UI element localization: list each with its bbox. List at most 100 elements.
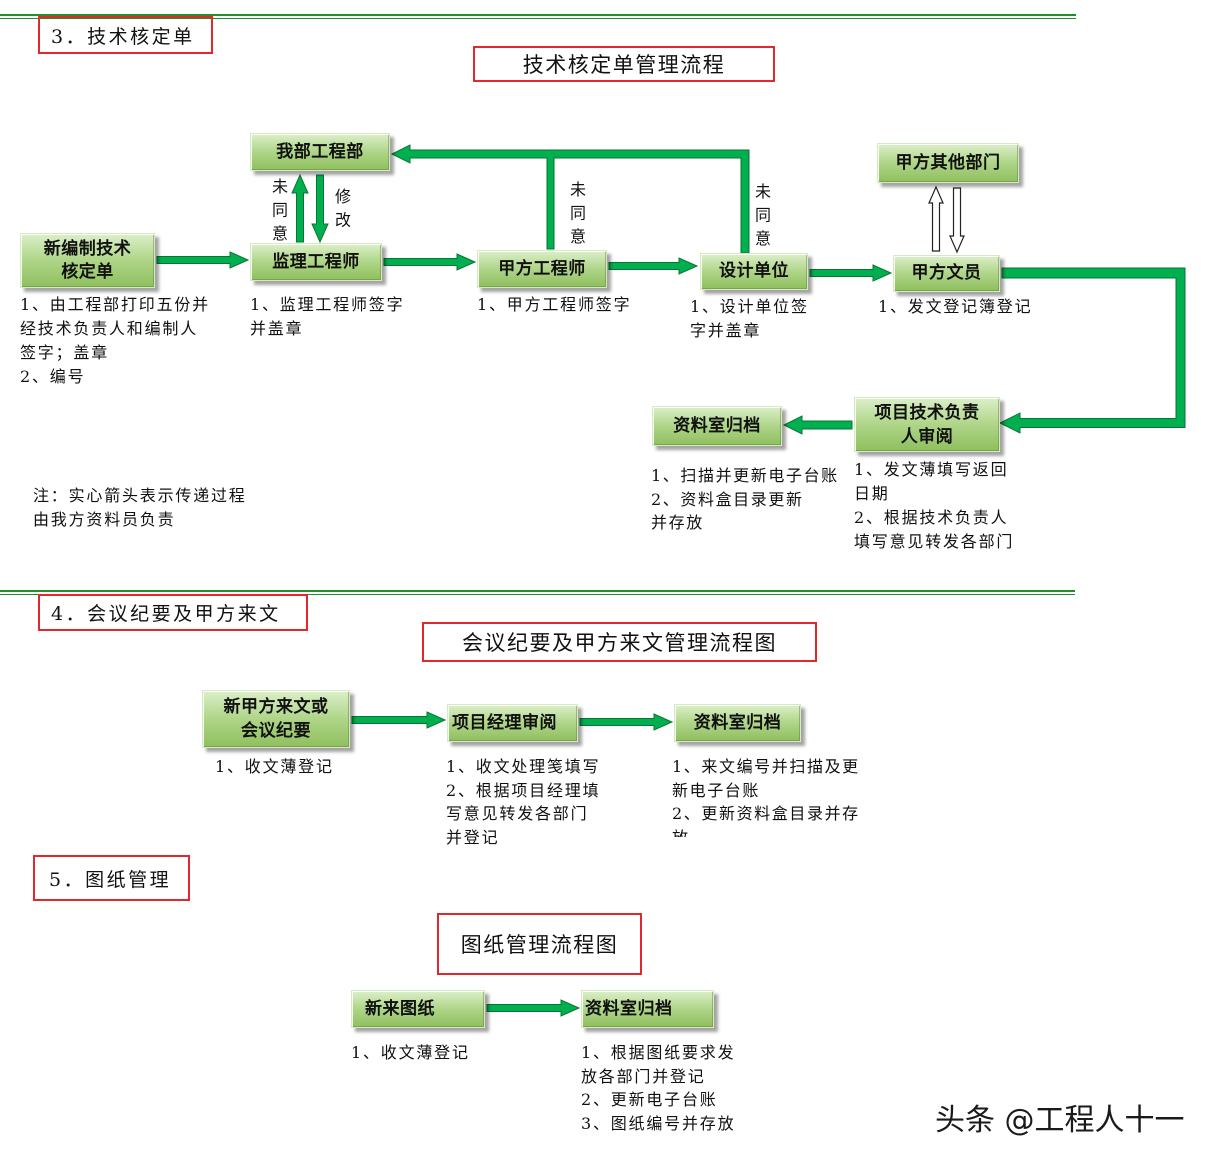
arrow-new-drawings-to-archive: [486, 999, 581, 1017]
hollow-arrow-other-depts-to-clerk: [949, 187, 965, 254]
note-line: 1、收文薄登记: [351, 1043, 470, 1062]
arrow-tech-lead-to-archive: [782, 415, 853, 435]
note-supervisor: 1、监理工程师签字 并盖章: [250, 293, 404, 341]
flow-title-text: 技术核定单管理流程: [522, 53, 726, 77]
flow-title-text: 图纸管理流程图: [460, 933, 619, 957]
note-archive: 1、扫描并更新电子台账 2、资料盒目录更新 并存放: [651, 464, 839, 535]
arrow-our-dept-to-supervisor: [311, 174, 329, 244]
flow-title-text: 会议纪要及甲方来文管理流程图: [462, 631, 777, 655]
section-rule: [0, 594, 1075, 595]
note-line: 1、监理工程师签字: [250, 295, 405, 314]
node-label: 我部工程部: [276, 141, 364, 162]
node-label: 资料室归档: [585, 998, 673, 1019]
note-line: 并盖章: [250, 319, 304, 338]
section-rule: [0, 14, 1076, 16]
note-line: 签字；盖章: [20, 343, 110, 362]
note-archive: 1、来文编号并扫描及更 新电子台账 2、更新资料盒目录并存 放: [672, 755, 860, 837]
node-label: 甲方文员: [911, 263, 982, 283]
flow-title: 会议纪要及甲方来文管理流程图: [422, 622, 817, 662]
flow-node-supervisor: 监理工程师: [250, 243, 382, 281]
note-line: 放各部门并登记: [581, 1066, 706, 1086]
flow-node-archive: 资料室归档: [674, 704, 801, 742]
note-line: 2、根据项目经理填: [446, 780, 601, 800]
node-label: 资料室归档: [693, 712, 782, 733]
arrow-owner-engineer-to-design-unit: [608, 257, 699, 275]
section-heading: 3．技术核定单: [38, 16, 213, 54]
node-label-line: 项目技术负责: [874, 402, 980, 423]
note-line: 由我方资料员负责: [33, 510, 176, 529]
watermark: 头条 @工程人十一: [935, 1103, 1185, 1138]
note-incoming-documents: 1、收文薄登记: [215, 755, 334, 779]
note-line: 1、根据图纸要求发: [581, 1043, 736, 1062]
section-heading-text: 3．技术核定单: [51, 25, 195, 48]
node-label-line: 新甲方来文或: [223, 697, 329, 717]
note-archive: 1、根据图纸要求发 放各部门并登记 2、更新电子台账 3、图纸编号并存放: [581, 1041, 735, 1135]
arrow-supervisor-to-owner-engineer: [383, 253, 477, 271]
note-line: 1、收文薄登记: [215, 757, 334, 776]
edge-label-not-agreed: 未同意: [567, 181, 586, 252]
note-line: 2、更新资料盒目录并存: [672, 804, 860, 823]
node-label-line: 会议纪要: [241, 721, 311, 741]
note-line: 1、发文登记簿登记: [878, 297, 1033, 316]
hollow-arrow-clerk-to-other-depts: [928, 185, 944, 252]
flow-node-owner-engineer: 甲方工程师: [477, 250, 607, 288]
note-line: 注：实心箭头表示传递过程: [33, 486, 247, 505]
note-line: 填写意见转发各部门: [854, 532, 1015, 551]
note-line: 3、图纸编号并存放: [581, 1113, 736, 1133]
edge-label-revise: 修改: [332, 188, 351, 235]
note-line: 1、由工程部打印五份并: [20, 295, 210, 314]
flow-node-archive: 资料室归档: [581, 990, 714, 1028]
flow-node-tech-lead-review: 项目技术负责 人审阅: [854, 397, 1000, 452]
arrow-design-unit-to-owner-clerk: [809, 264, 893, 282]
note-line: 2、资料盒目录更新: [651, 489, 804, 509]
edge-label-not-agreed: 未同意: [269, 178, 288, 249]
arrow-new-form-to-supervisor: [156, 251, 250, 269]
flow-title: 图纸管理流程图: [437, 913, 642, 975]
node-label: 新来图纸: [365, 998, 435, 1019]
section-rule: [0, 18, 1076, 19]
section-heading: 5．图纸管理: [33, 855, 190, 901]
note-line: 日期: [854, 484, 890, 503]
node-label-line: 人审阅: [900, 426, 954, 447]
node-label: 设计单位: [719, 261, 789, 281]
note-line: 放: [672, 827, 690, 838]
note-pm-review: 1、收文处理笺填写 2、根据项目经理填 写意见转发各部门 并登记: [446, 755, 600, 849]
flow-node-incoming-documents: 新甲方来文或 会议纪要: [202, 690, 350, 748]
note-line: 并登记: [446, 827, 500, 847]
note-line: 新电子台账: [672, 780, 761, 800]
node-label: 监理工程师: [272, 251, 360, 272]
node-label: 甲方其他部门: [895, 152, 1001, 173]
node-label: 项目经理审阅: [452, 712, 557, 733]
note-line: 经技术负责人和编制人: [20, 319, 199, 338]
flow-title: 技术核定单管理流程: [473, 46, 775, 82]
note-line: 1、扫描并更新电子台账: [651, 466, 839, 485]
note-line: 2、更新电子台账: [581, 1090, 718, 1109]
node-label-line: 核定单: [61, 261, 114, 282]
note-new-tech-form: 1、由工程部打印五份并 经技术负责人和编制人 签字；盖章 2、编号: [20, 293, 210, 389]
node-label: 资料室归档: [673, 415, 761, 436]
note-line: 1、发文薄填写返回: [854, 460, 1009, 479]
flow-node-owner-other-depts: 甲方其他部门: [877, 143, 1019, 183]
node-label: 甲方工程师: [498, 258, 586, 279]
flow-node-archive: 资料室归档: [652, 406, 782, 446]
note-line: 2、根据技术负责人: [854, 508, 1009, 527]
note-line: 2、编号: [20, 367, 86, 386]
note-line: 并存放: [651, 513, 704, 532]
flow-node-new-tech-form: 新编制技术 核定单: [20, 233, 155, 288]
flow-node-our-engineering-dept: 我部工程部: [250, 133, 390, 171]
legend-note: 注：实心箭头表示传递过程 由我方资料员负责: [33, 484, 247, 532]
flow-node-pm-review: 项目经理审阅: [447, 704, 578, 742]
note-line: 字并盖章: [690, 320, 762, 340]
section-rule: [0, 590, 1075, 592]
note-line: 1、甲方工程师签字: [477, 295, 632, 314]
note-new-drawings: 1、收文薄登记: [351, 1041, 470, 1065]
edge-label-not-agreed: 未同意: [752, 183, 771, 254]
note-line: 写意见转发各部门: [446, 804, 589, 823]
note-tech-lead: 1、发文薄填写返回 日期 2、根据技术负责人 填写意见转发各部门: [854, 458, 1014, 554]
note-owner-engineer: 1、甲方工程师签字: [477, 293, 631, 317]
note-line: 1、设计单位签: [690, 297, 809, 316]
flow-node-new-drawings: 新来图纸: [351, 990, 485, 1028]
arrow-supervisor-to-our-dept: [291, 173, 309, 243]
note-line: 1、收文处理笺填写: [446, 757, 601, 776]
